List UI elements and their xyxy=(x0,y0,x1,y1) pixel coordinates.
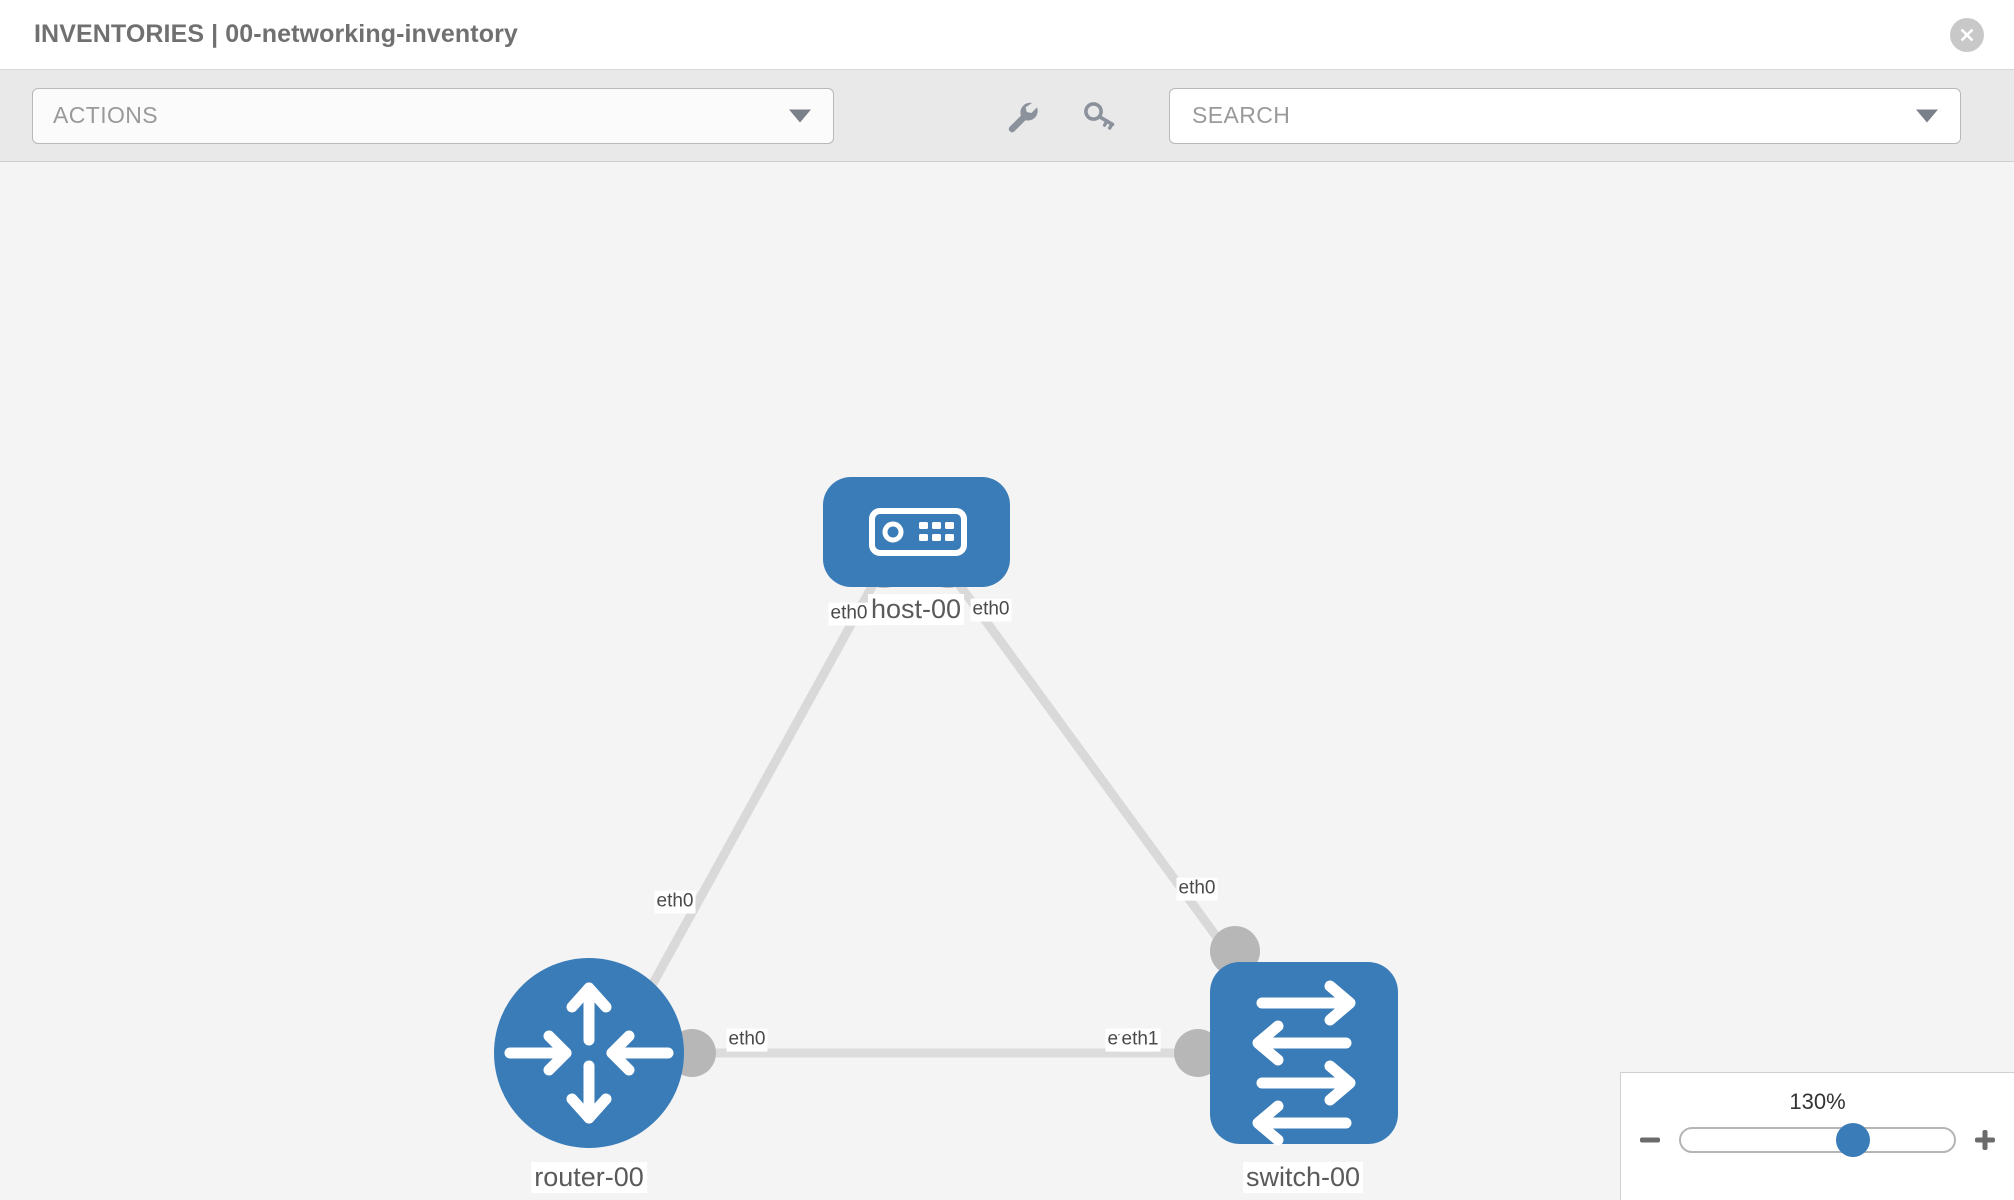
topology-graph xyxy=(494,477,1398,1148)
search-input[interactable] xyxy=(1190,101,1880,130)
node-switch-00[interactable] xyxy=(1210,962,1398,1146)
toolbar: ACTIONS xyxy=(0,70,2014,162)
server-icon xyxy=(869,508,967,556)
edge-label-host-left-eth: eth0 xyxy=(828,602,870,626)
zoom-level-value: 130% xyxy=(1789,1089,1846,1114)
node-router-00[interactable] xyxy=(494,958,684,1148)
zoom-slider-thumb[interactable] xyxy=(1835,1123,1870,1157)
router-arrows-icon xyxy=(504,982,674,1124)
switch-arrows-icon xyxy=(1252,980,1356,1146)
zoom-slider-track[interactable] xyxy=(1679,1123,1956,1157)
key-icon[interactable] xyxy=(1077,94,1121,138)
chevron-down-icon xyxy=(789,109,811,122)
node-label-switch-00: switch-00 xyxy=(1242,1162,1364,1194)
minus-icon[interactable] xyxy=(1635,1125,1665,1155)
title-bar: INVENTORIES | 00-networking-inventory xyxy=(0,0,2014,70)
page-title: INVENTORIES | 00-networking-inventory xyxy=(34,20,518,48)
zoom-control-panel: 130% xyxy=(1620,1072,2014,1200)
actions-dropdown[interactable]: ACTIONS xyxy=(32,87,834,144)
edge-label-switch-up-eth: eth0 xyxy=(1176,877,1218,901)
edge-label-router-up-eth: eth0 xyxy=(654,890,696,914)
edge-group xyxy=(636,569,1239,1058)
edge-host-switch[interactable] xyxy=(946,569,1239,965)
edge-label-switch-left-eth-over: eth1 xyxy=(1119,1028,1161,1052)
chevron-down-icon[interactable] xyxy=(1916,109,1938,122)
edge-host-router[interactable] xyxy=(636,569,884,1010)
node-label-router-00: router-00 xyxy=(531,1162,647,1194)
zoom-slider-row xyxy=(1621,1123,2014,1157)
plus-icon[interactable] xyxy=(1970,1125,2000,1155)
node-host-00[interactable] xyxy=(823,477,1010,587)
node-label-host-00: host-00 xyxy=(867,594,965,626)
toolbar-icon-group xyxy=(999,94,1121,138)
actions-dropdown-label: ACTIONS xyxy=(53,102,159,128)
topology-canvas[interactable]: host-00 router-00 switch-00 eth0 eth0 et… xyxy=(0,162,2014,1200)
close-icon[interactable] xyxy=(1950,17,1984,52)
wrench-icon[interactable] xyxy=(999,94,1043,138)
search-field[interactable] xyxy=(1169,87,1961,144)
edge-label-host-right-eth: eth0 xyxy=(970,598,1012,622)
edge-label-router-right-eth: eth0 xyxy=(726,1028,768,1052)
